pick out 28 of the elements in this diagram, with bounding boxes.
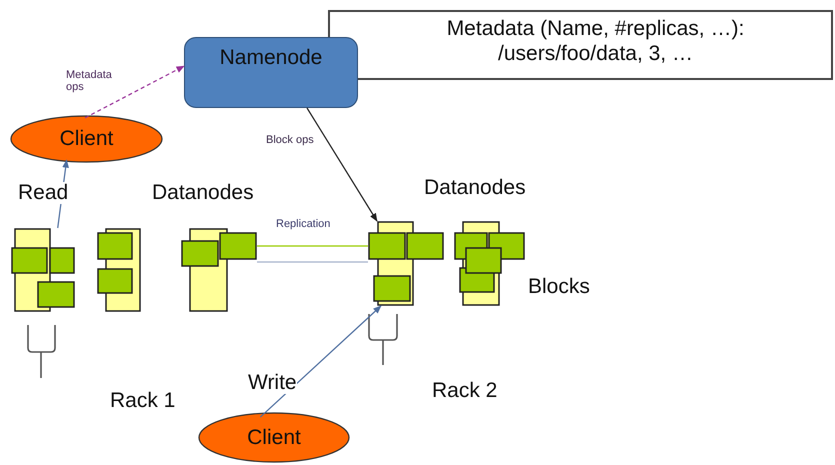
datanode-drawing	[368, 221, 444, 306]
arrow	[306, 108, 378, 222]
edge-label: Replication	[276, 219, 330, 231]
edge-label: Metadata ops	[66, 70, 113, 94]
client-ellipse	[10, 115, 163, 163]
edge-label: Read	[18, 182, 68, 204]
namenode-box	[184, 37, 358, 108]
text-label: Blocks	[528, 275, 590, 299]
datanode-drawing	[11, 228, 75, 312]
node-label: Namenode	[220, 46, 322, 69]
connector-line	[257, 261, 368, 263]
node-label: Metadata (Name, #replicas, …): /users/foo/data, 3, …	[446, 16, 746, 66]
text-label: Rack 1	[110, 389, 176, 413]
arrow	[84, 66, 185, 118]
metadata-box	[328, 10, 833, 80]
node-label: Client	[60, 127, 114, 151]
edge-label: Block ops	[266, 135, 314, 147]
arrow	[260, 305, 382, 418]
text-label: Datanodes	[424, 176, 526, 200]
text-label: Datanodes	[152, 181, 254, 205]
datanode-drawing	[97, 228, 141, 312]
edge-label: Write	[248, 372, 297, 394]
text-label: Rack 2	[432, 379, 498, 403]
client-ellipse	[198, 412, 350, 463]
node-label: Client	[247, 426, 301, 450]
connector-line	[257, 245, 368, 247]
datanode-drawing	[181, 228, 257, 312]
datanode-drawing	[454, 221, 525, 306]
